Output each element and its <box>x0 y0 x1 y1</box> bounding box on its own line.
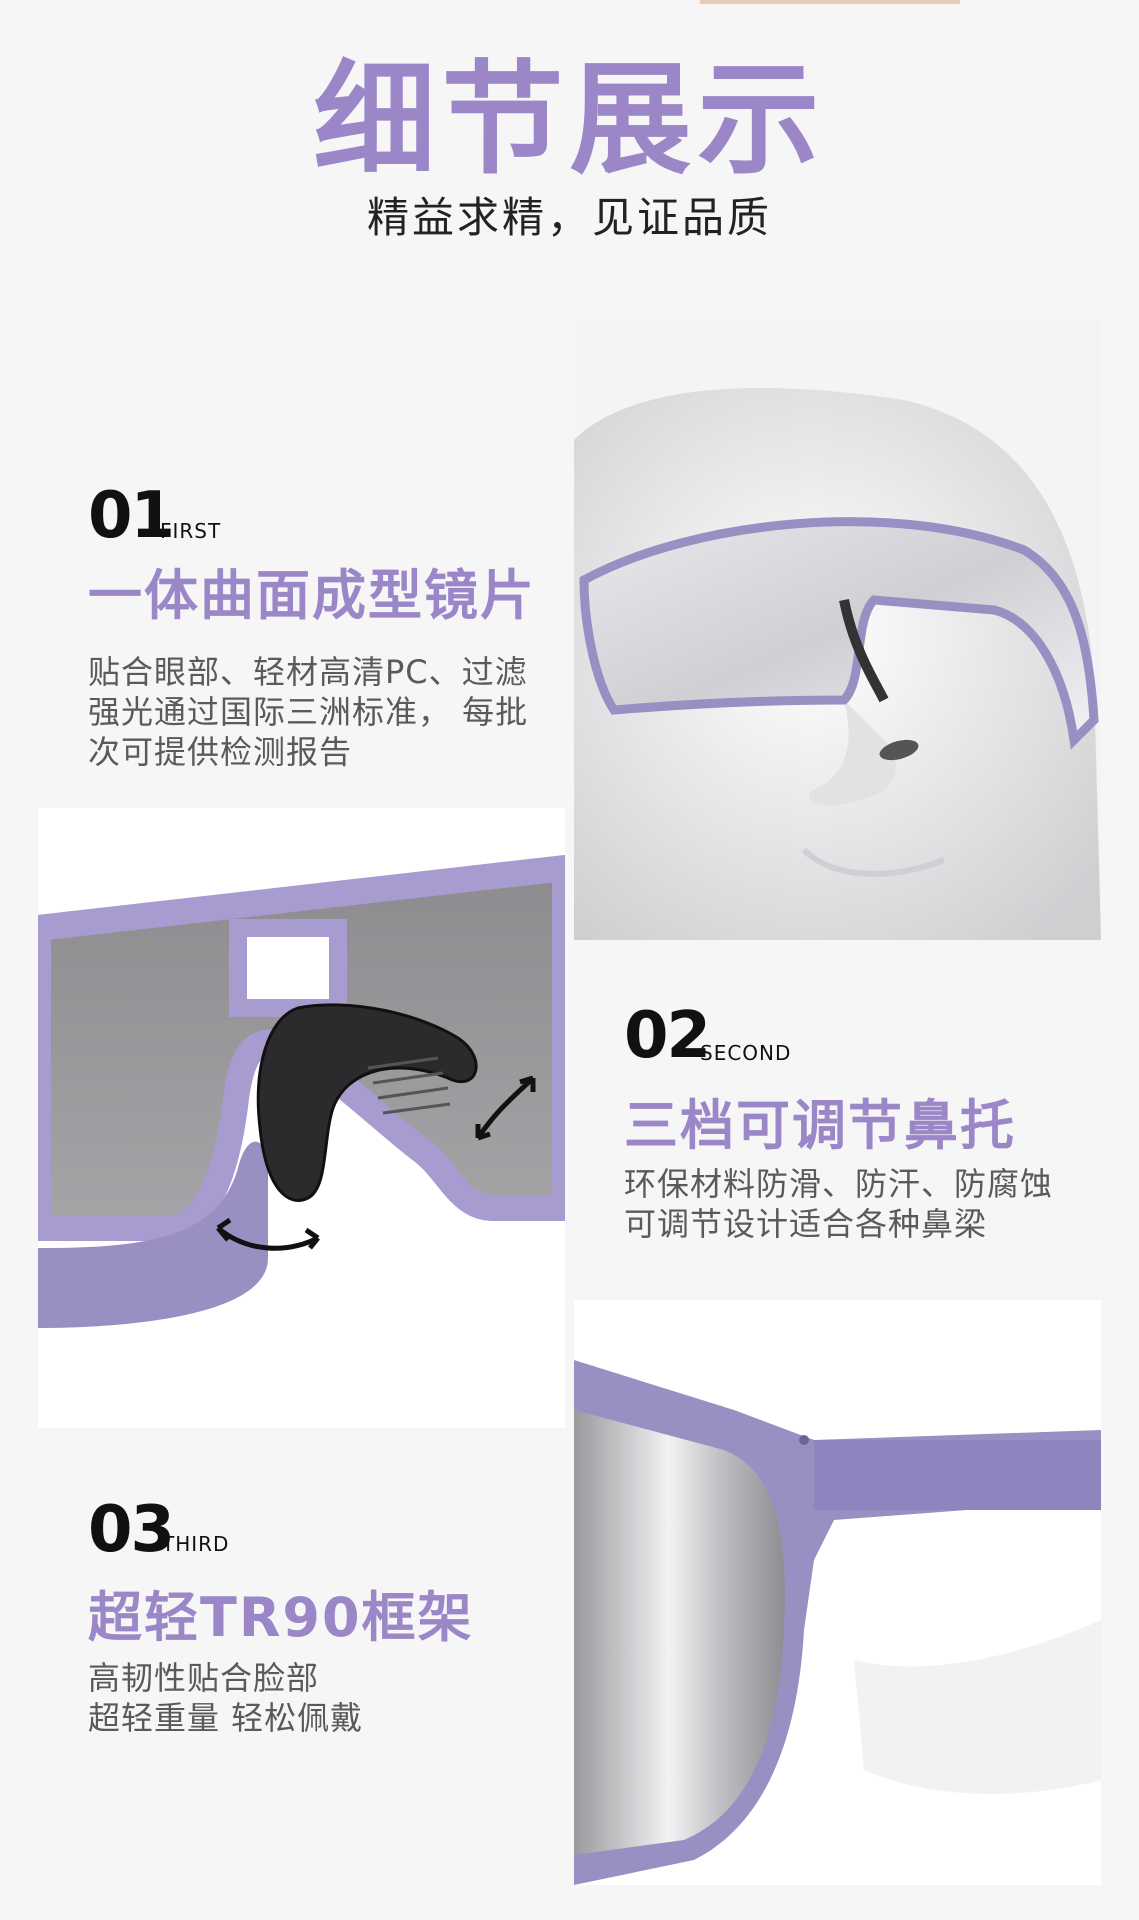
feature-1-tag: FIRST <box>160 519 222 543</box>
feature-3-number: 03 <box>88 1493 175 1567</box>
page-subtitle: 精益求精，见证品质 <box>366 193 772 242</box>
mannequin-glasses-photo <box>574 320 1101 940</box>
top-decor-strip <box>700 0 960 4</box>
frame-closeup-photo <box>574 1300 1101 1885</box>
feature-1-heading: 一体曲面成型镜片 <box>88 564 536 627</box>
feature-1-desc-line: 强光通过国际三洲标准， 每批 <box>88 693 529 731</box>
feature-1-desc-line: 次可提供检测报告 <box>88 733 353 771</box>
feature-2-number: 02 <box>624 999 711 1073</box>
feature-1-desc-line: 贴合眼部、轻材高清PC、过滤 <box>88 653 528 691</box>
feature-1-number: 01 <box>88 479 175 553</box>
feature-2-desc-line: 可调节设计适合各种鼻梁 <box>624 1205 988 1243</box>
feature-2-heading: 三档可调节鼻托 <box>624 1094 1016 1157</box>
feature-3-description: 高韧性贴合脸部 超轻重量 轻松佩戴 <box>88 1658 363 1738</box>
page-title: 细节展示 <box>313 49 826 191</box>
feature-2-description: 环保材料防滑、防汗、防腐蚀 可调节设计适合各种鼻梁 <box>624 1164 1053 1244</box>
feature-1-description: 贴合眼部、轻材高清PC、过滤 强光通过国际三洲标准， 每批 次可提供检测报告 <box>88 652 528 772</box>
feature-3-desc-line: 超轻重量 轻松佩戴 <box>88 1699 364 1737</box>
feature-3-tag: THIRD <box>162 1532 230 1556</box>
feature-2-tag: SECOND <box>700 1041 792 1065</box>
nose-pad-closeup-photo <box>38 808 565 1428</box>
feature-3-desc-line: 高韧性贴合脸部 <box>88 1659 320 1697</box>
feature-2-desc-line: 环保材料防滑、防汗、防腐蚀 <box>624 1165 1054 1203</box>
feature-3-heading: 超轻TR90框架 <box>88 1586 474 1649</box>
